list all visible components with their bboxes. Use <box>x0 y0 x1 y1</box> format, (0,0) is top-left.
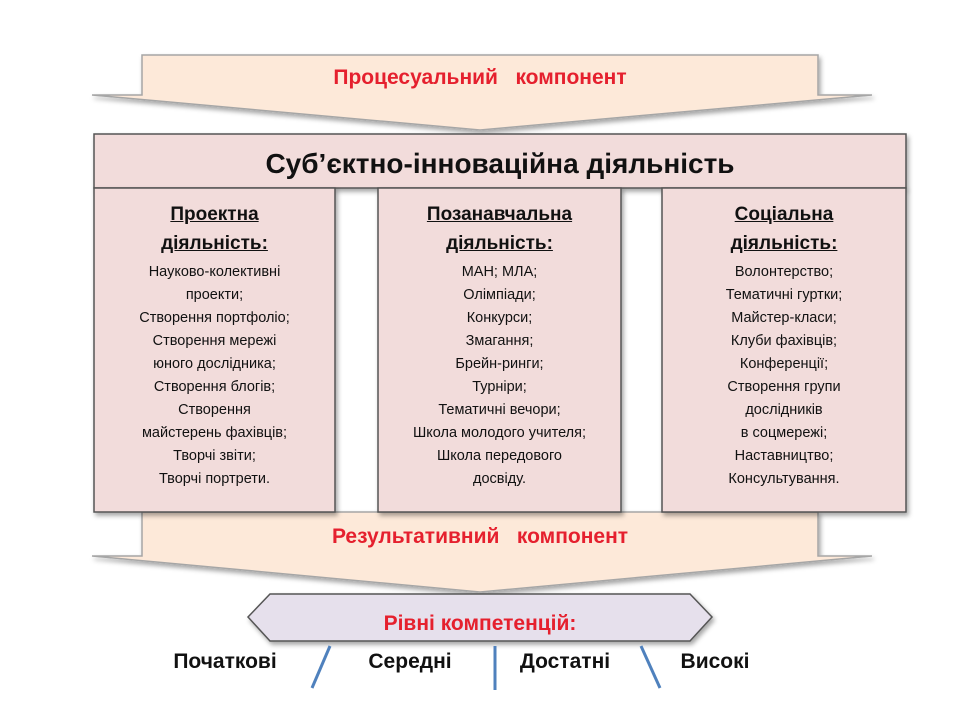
level-medium: Середні <box>368 650 452 673</box>
list-item: Турніри; <box>472 379 527 395</box>
column-title: Проектна діяльність: <box>161 204 268 254</box>
level-divider <box>310 645 332 689</box>
list-item: дослідників <box>745 402 823 418</box>
main-title: Суб’єктно-інноваційна діяльність <box>265 148 735 179</box>
list-item: Творчі портрети. <box>158 471 271 487</box>
result-arrow-shape <box>91 511 873 593</box>
list-item: Брейн-ринги; <box>455 356 544 372</box>
main-box-shape <box>93 133 907 189</box>
level-high: Високі <box>680 650 750 673</box>
list-item: юного дослідника; <box>153 356 276 372</box>
column-social: Соціальна діяльність: Волонтерство; Тема… <box>662 188 906 512</box>
list-item: Олімпіади; <box>463 287 536 303</box>
list-item: Створення групи <box>727 379 841 395</box>
column-box-shape <box>377 187 622 513</box>
list-item: майстерень фахівців; <box>141 425 288 441</box>
list-item: Створення блогів; <box>153 379 276 395</box>
list-item: Конференції; <box>739 356 829 372</box>
column-extracurricular: Позанавчальна діяльність: МАН; МЛА; Олім… <box>378 188 621 512</box>
column-project: Проектна діяльність: Науково-колективні … <box>94 188 335 512</box>
list-item: в соцмережі; <box>740 425 828 441</box>
levels-title: Рівні компетенцій: <box>383 612 577 635</box>
list-item: Творчі звіти; <box>173 448 256 464</box>
list-item: Школа передового <box>437 448 562 464</box>
list-item: Створення мережі <box>152 333 277 349</box>
list-item: Майстер-класи; <box>731 310 837 326</box>
list-item: Клуби фахівців; <box>730 333 838 349</box>
list-item: проекти; <box>185 287 244 303</box>
level-initial: Початкові <box>173 650 277 673</box>
list-item: Змагання; <box>465 333 534 349</box>
list-item: Наставництво; <box>734 448 834 464</box>
list-item: МАН; МЛА; <box>461 264 538 280</box>
list-item: Науково-колективні <box>148 264 281 280</box>
column-items: Науково-колективні проекти; Створення по… <box>94 261 335 491</box>
list-item: Тематичні вечори; <box>438 402 561 418</box>
column-box-shape <box>93 187 336 513</box>
list-item: Волонтерство; <box>734 264 834 280</box>
column-title: Соціальна діяльність: <box>730 204 838 254</box>
list-item: Створення портфоліо; <box>139 310 290 326</box>
levels-hexagon-shape <box>246 593 714 642</box>
list-item: Консультування. <box>728 471 840 487</box>
list-item: Створення <box>178 402 251 418</box>
column-items: Волонтерство; Тематичні гуртки; Майстер-… <box>662 261 906 491</box>
column-items: МАН; МЛА; Олімпіади; Конкурси; Змагання;… <box>378 261 621 491</box>
level-sufficient: Достатні <box>519 650 611 673</box>
list-item: досвіду. <box>473 471 526 487</box>
process-component-label: Процесуальний компонент <box>333 66 627 89</box>
level-divider <box>639 645 662 689</box>
column-box-shape <box>661 187 907 513</box>
column-title: Позанавчальна діяльність: <box>426 204 573 254</box>
list-item: Конкурси; <box>466 310 533 326</box>
list-item: Школа молодого учителя; <box>412 425 587 441</box>
result-component-label: Результативний компонент <box>331 525 629 548</box>
list-item: Тематичні гуртки; <box>725 287 843 303</box>
process-arrow-shape <box>91 54 873 131</box>
